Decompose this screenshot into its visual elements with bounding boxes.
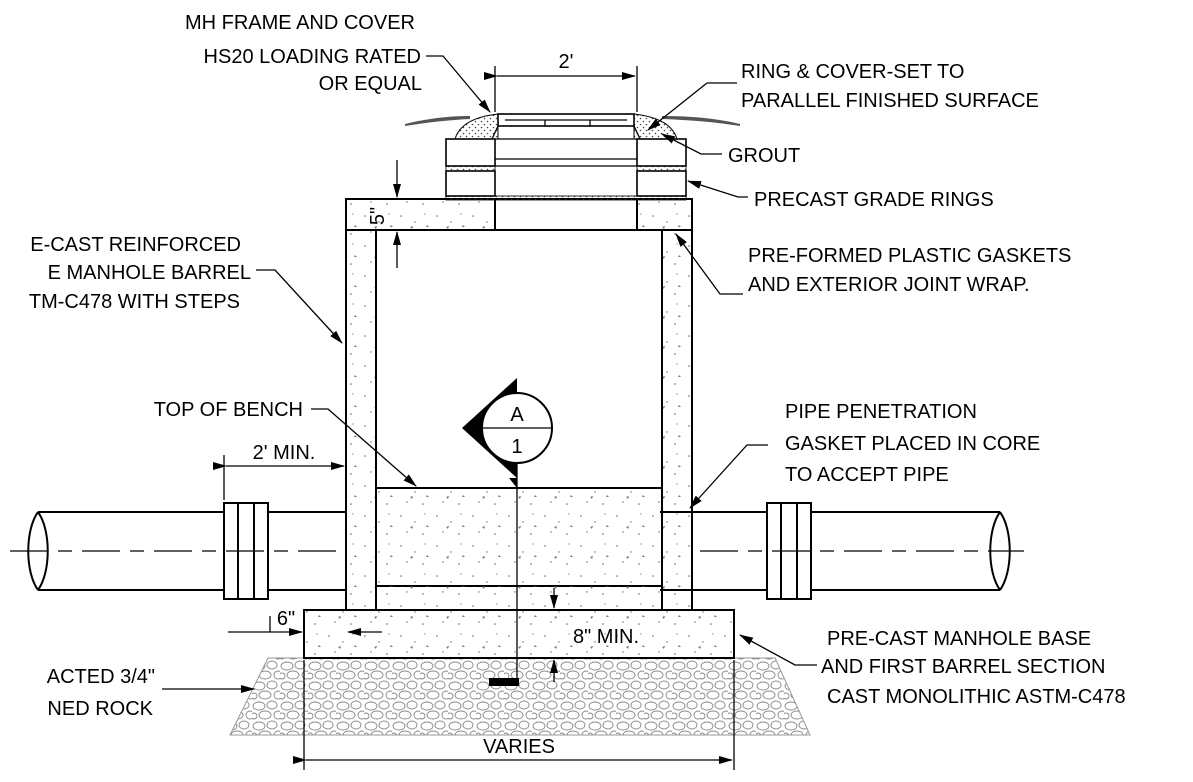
label-barrel: E-CAST REINFORCED bbox=[30, 234, 241, 256]
label-mh-frame: OR EQUAL bbox=[319, 73, 422, 95]
label-pipe-penetration: TO ACCEPT PIPE bbox=[785, 464, 949, 486]
label-gaskets: AND EXTERIOR JOINT WRAP. bbox=[748, 274, 1030, 296]
svg-text:5": 5" bbox=[367, 207, 389, 225]
label-top-bench: TOP OF BENCH bbox=[154, 399, 303, 421]
label-barrel: TM-C478 WITH STEPS bbox=[29, 291, 240, 313]
section-number: 1 bbox=[511, 436, 522, 458]
frame-and-cover bbox=[405, 113, 740, 140]
label-grade-rings: PRECAST GRADE RINGS bbox=[754, 189, 994, 211]
svg-text:2': 2' bbox=[559, 51, 574, 73]
label-ring-cover: PARALLEL FINISHED SURFACE bbox=[741, 90, 1039, 112]
dim-base-min: 8" MIN. bbox=[550, 588, 639, 682]
svg-text:6": 6" bbox=[277, 608, 295, 630]
label-pipe-penetration: GASKET PLACED IN CORE bbox=[785, 433, 1040, 455]
label-mh-frame: MH FRAME AND COVER bbox=[185, 12, 415, 34]
label-rock: ACTED 3/4" bbox=[47, 666, 155, 688]
dim-cover-width: 2' bbox=[484, 51, 638, 112]
label-grout: GROUT bbox=[728, 145, 800, 167]
label-ring-cover: RING & COVER-SET TO bbox=[741, 61, 964, 83]
dim-top-slab: 5" bbox=[367, 160, 408, 268]
label-rock: NED ROCK bbox=[47, 698, 153, 720]
section-letter: A bbox=[510, 404, 524, 426]
label-base: AND FIRST BARREL SECTION bbox=[821, 656, 1106, 678]
bench bbox=[375, 487, 663, 611]
dim-base-offset: 6" bbox=[228, 608, 382, 636]
label-mh-frame: HS20 LOADING RATED bbox=[204, 46, 421, 68]
dim-base-width: VARIES bbox=[293, 660, 735, 770]
section-marker: A 1 bbox=[462, 378, 553, 488]
callout-labels: MH FRAME AND COVER HS20 LOADING RATED OR… bbox=[29, 12, 1126, 720]
grade-rings bbox=[445, 138, 687, 201]
svg-text:8" MIN.: 8" MIN. bbox=[573, 626, 639, 648]
label-pipe-penetration: PIPE PENETRATION bbox=[785, 401, 977, 423]
dim-pipe-min: 2' MIN. bbox=[213, 442, 345, 500]
svg-text:VARIES: VARIES bbox=[483, 736, 555, 758]
label-base: PRE-CAST MANHOLE BASE bbox=[827, 628, 1091, 650]
base-slab bbox=[303, 609, 735, 659]
label-gaskets: PRE-FORMED PLASTIC GASKETS bbox=[748, 245, 1071, 267]
top-slab bbox=[345, 198, 693, 231]
crushed-rock-bed bbox=[229, 657, 811, 736]
label-base: CAST MONOLITHIC ASTM-C478 bbox=[827, 686, 1126, 708]
label-barrel: E MANHOLE BARREL bbox=[48, 262, 251, 284]
leader-lines bbox=[162, 55, 817, 693]
svg-text:2' MIN.: 2' MIN. bbox=[253, 442, 316, 464]
